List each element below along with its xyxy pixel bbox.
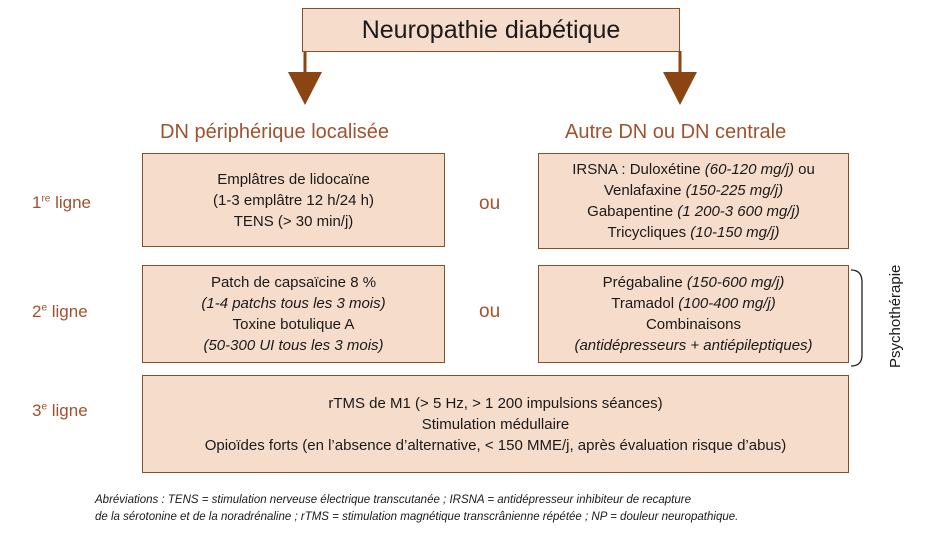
row-label-3: 3e ligne [32, 401, 88, 420]
abbreviations-line-2: de la sérotonine et de la noradrénaline … [95, 511, 739, 523]
box-line: Venlafaxine (150-225 mg/j) [603, 182, 784, 199]
box-row1-right: IRSNA : Duloxétine (60-120 mg/j) ou Venl… [538, 153, 849, 249]
box-line: Tramadol (100-400 mg/j) [611, 295, 776, 312]
box-line: IRSNA : Duloxétine (60-120 mg/j) ou [572, 161, 815, 178]
box-row2-left: Patch de capsaïcine 8 % (1-4 patchs tous… [142, 265, 445, 363]
box-row3: rTMS de M1 (> 5 Hz, > 1 200 impulsions s… [142, 375, 849, 473]
box-row2-right: Prégabaline (150-600 mg/j) Tramadol (100… [538, 265, 849, 363]
psychotherapie-label: Psychothérapie [887, 264, 904, 368]
box-line: Tricycliques (10-150 mg/j) [607, 224, 780, 241]
arrow-down-left-icon [288, 72, 322, 105]
box-line: Gabapentine (1 200-3 600 mg/j) [587, 203, 800, 220]
row-label-1: 1re ligne [32, 193, 92, 212]
box-line: Emplâtres de lidocaïne [217, 170, 370, 188]
row-label-2: 2e ligne [32, 302, 88, 321]
left-column-header: DN périphérique localisée [160, 121, 390, 143]
box-line: (1-3 emplâtre 12 h/24 h) [213, 191, 374, 209]
box-line: (antidépresseurs + antiépileptiques) [574, 337, 813, 354]
page-title: Neuropathie diabétique [361, 15, 621, 44]
box-line: TENS (> 30 min/j) [233, 212, 354, 230]
box-line: Prégabaline (150-600 mg/j) [602, 274, 785, 291]
ou-separator-row2: ou [479, 301, 501, 322]
box-line: (1-4 patchs tous les 3 mois) [201, 295, 386, 312]
box-line: Opioïdes forts (en l’absence d’alternati… [204, 436, 787, 454]
box-line: Combinaisons [645, 316, 742, 333]
box-line: Patch de capsaïcine 8 % [210, 274, 377, 291]
box-line: Toxine botulique A [232, 316, 355, 333]
box-line: rTMS de M1 (> 5 Hz, > 1 200 impulsions s… [328, 394, 663, 412]
box-line: Stimulation médullaire [421, 415, 570, 433]
box-row1-left: Emplâtres de lidocaïne (1-3 emplâtre 12 … [142, 153, 445, 247]
right-column-header: Autre DN ou DN centrale [565, 121, 787, 143]
psychotherapie-brace [850, 269, 863, 367]
arrow-down-right-icon [663, 72, 697, 105]
abbreviations-line-1: Abréviations : TENS = stimulation nerveu… [95, 494, 691, 506]
box-line: (50-300 UI tous les 3 mois) [203, 337, 384, 354]
title-box: Neuropathie diabétique [302, 8, 680, 52]
ou-separator-row1: ou [479, 193, 501, 214]
